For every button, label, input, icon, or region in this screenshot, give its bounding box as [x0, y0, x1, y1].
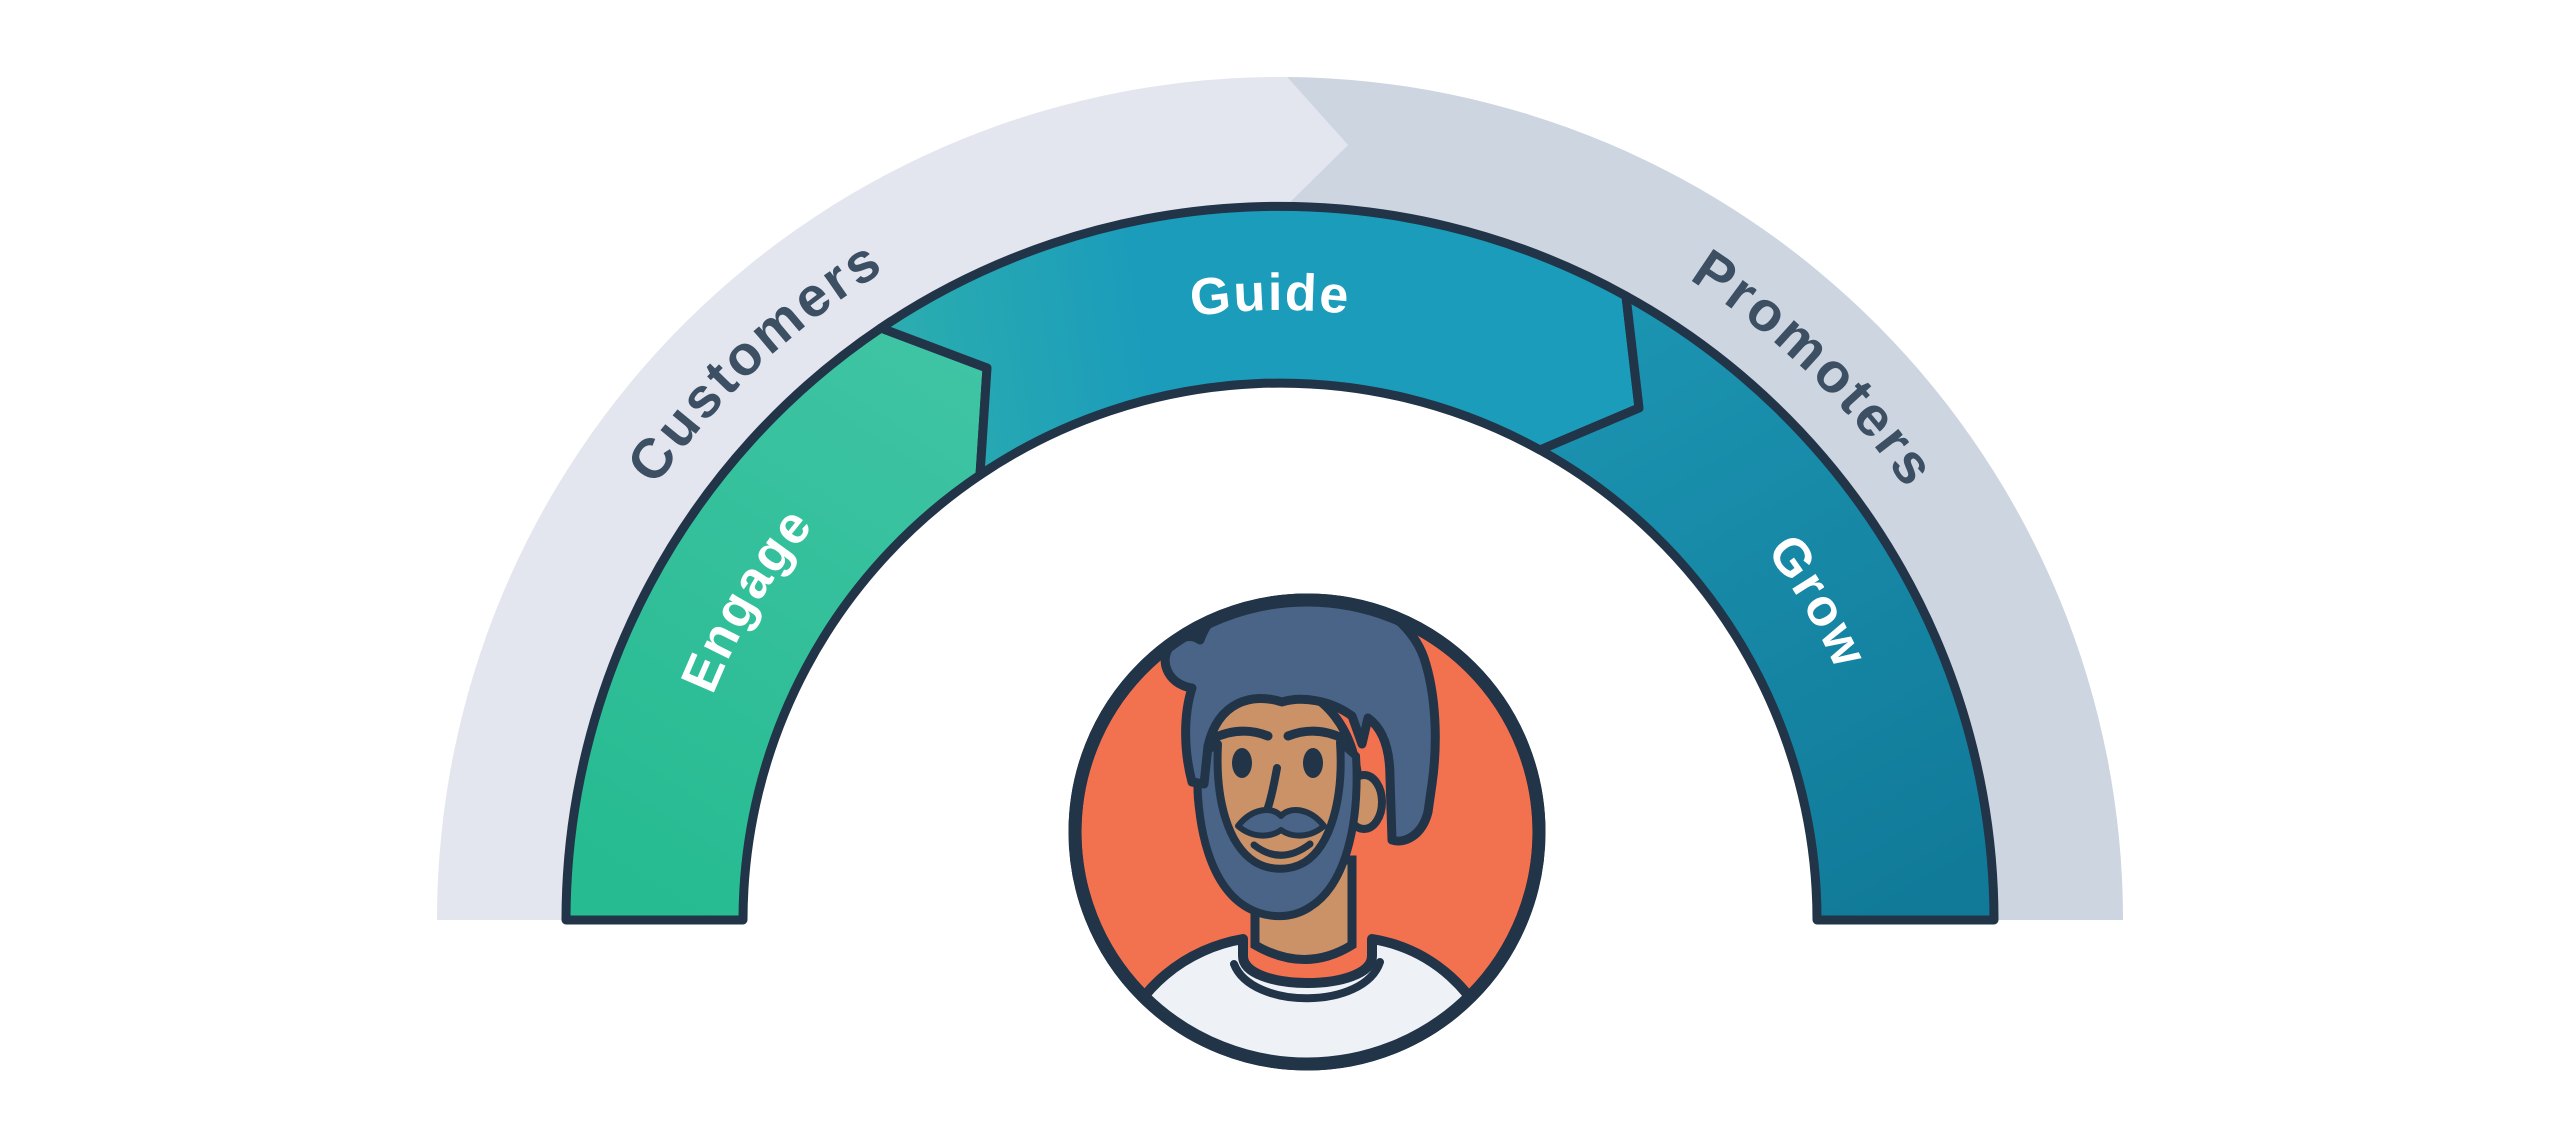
avatar-collar-line — [1230, 958, 1384, 1003]
customers-arc-segment — [437, 76, 1348, 921]
avatar-mustache — [1235, 807, 1327, 839]
avatar — [1068, 593, 1546, 1071]
avatar-right-eye — [1303, 748, 1323, 778]
promoters-arc-segment — [1286, 77, 2123, 920]
avatar-left-eye — [1232, 748, 1252, 778]
avatar-beard — [1193, 738, 1361, 921]
inner-ring — [561, 201, 1999, 925]
outer-ring — [437, 76, 2123, 921]
avatar-smile — [1250, 840, 1314, 859]
avatar-ring — [1068, 593, 1546, 1071]
avatar-right-eyebrow — [1283, 726, 1349, 744]
grow-segment — [1535, 291, 1999, 925]
avatar-left-eyebrow — [1207, 726, 1273, 744]
guide-label: Guide — [1187, 264, 1353, 328]
